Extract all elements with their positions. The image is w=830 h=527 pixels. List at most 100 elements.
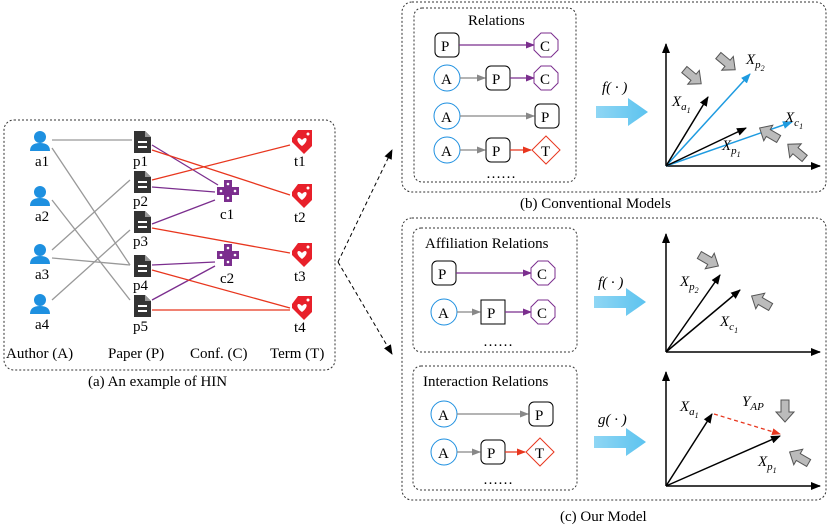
conventional-vector-plot: Xp2 Xa1 Xc1 Xp1 [662, 43, 821, 170]
author-label: a4 [35, 317, 50, 333]
term-icon [292, 130, 312, 154]
svg-text:C: C [540, 72, 550, 88]
svg-text:Xp1: Xp1 [721, 138, 741, 159]
paper-icon [134, 171, 151, 193]
svg-text:Xa1: Xa1 [671, 94, 691, 115]
svg-text:P: P [492, 72, 500, 88]
svg-text:A: A [441, 72, 452, 88]
affiliation-title: Affiliation Relations [425, 236, 549, 252]
svg-text:P: P [441, 39, 449, 55]
svg-text:C: C [540, 39, 550, 55]
svg-text:……: …… [483, 472, 513, 488]
svg-text:……: …… [483, 334, 513, 350]
term-icon [292, 184, 312, 208]
svg-text:C: C [537, 267, 547, 283]
hin-edges [51, 139, 291, 311]
relations-title: Relations [468, 13, 525, 29]
interaction-box [412, 365, 578, 491]
svg-text:Xp1: Xp1 [757, 454, 777, 475]
func-f: f( · ) [602, 80, 627, 96]
svg-text:P: P [487, 306, 495, 322]
node-paper [534, 103, 560, 129]
conventional-caption: (b) Conventional Models [520, 196, 671, 212]
paper-label: p1 [133, 154, 148, 170]
svg-text:Xa1: Xa1 [679, 399, 699, 420]
author-icon [30, 131, 50, 151]
conf-label: c2 [220, 271, 234, 287]
term-nodes: t1 t2 t3 t4 [292, 130, 312, 336]
arrow-to-ours [337, 261, 393, 355]
svg-text:A: A [438, 446, 449, 462]
node-conf [533, 32, 559, 58]
paper-icon [134, 131, 151, 153]
svg-text:P: P [535, 408, 543, 424]
term-icon [292, 296, 312, 320]
force-arrow-icon [775, 399, 795, 423]
relations-box [413, 7, 577, 183]
force-arrow-icon [746, 287, 776, 316]
conventional-relations: P C A P C A P A P T …… [433, 32, 561, 182]
paper-icon [134, 211, 151, 233]
hin-panel [3, 119, 336, 371]
svg-text:P: P [438, 267, 446, 283]
paper-label: p2 [133, 194, 148, 210]
ours-panel [401, 217, 827, 501]
svg-text:P: P [541, 110, 549, 126]
ellipsis: …… [486, 166, 516, 182]
force-arrow-icon [781, 136, 811, 166]
affiliation-relations: P C A P C …… [430, 260, 556, 350]
affiliation-box [412, 227, 578, 353]
interaction-vector-plot: Xa1 YAP Xp1 [662, 371, 821, 490]
svg-text:YAP: YAP [742, 394, 764, 413]
paper-nodes: p1 p2 p3 p4 p5 [133, 131, 151, 335]
conventional-panel [401, 1, 827, 193]
type-label-paper: Paper (P) [108, 346, 164, 362]
paper-label: p5 [133, 319, 148, 335]
svg-text:A: A [438, 408, 449, 424]
svg-text:Xp2: Xp2 [679, 274, 699, 295]
force-arrow-icon [694, 246, 724, 275]
term-label: t1 [294, 154, 306, 170]
term-icon [292, 243, 312, 267]
conf-icon [217, 244, 239, 266]
svg-text:Xc1: Xc1 [719, 314, 738, 335]
transform-arrow [596, 98, 648, 126]
paper-icon [134, 295, 151, 317]
transform-arrow [594, 288, 646, 316]
interaction-relations: A P A P T …… [430, 400, 555, 488]
conf-label: c1 [220, 207, 234, 223]
term-label: t3 [294, 269, 306, 285]
transform-arrow [594, 428, 646, 456]
term-label: t2 [294, 210, 306, 226]
paper-icon [134, 255, 151, 277]
paper-label: p3 [133, 234, 148, 250]
svg-text:Xp2: Xp2 [745, 52, 765, 73]
force-arrow-icon [712, 48, 742, 78]
author-nodes: a1 a2 a3 a4 [30, 131, 50, 333]
author-icon [30, 244, 50, 264]
conf-nodes: c1 c2 [217, 180, 239, 287]
author-icon [30, 294, 50, 314]
func-f: f( · ) [598, 275, 623, 291]
type-labels: Author (A) Paper (P) Conf. (C) Term (T) [6, 346, 324, 362]
func-g: g( · ) [598, 412, 627, 428]
svg-text:A: A [441, 110, 452, 126]
author-label: a1 [35, 154, 49, 170]
svg-text:T: T [541, 144, 550, 160]
hin-caption: (a) An example of HIN [88, 374, 227, 390]
ours-caption: (c) Our Model [560, 509, 647, 525]
node-term [531, 135, 561, 165]
svg-text:Xc1: Xc1 [784, 110, 803, 131]
node-conf [533, 65, 559, 91]
conf-icon [217, 180, 239, 202]
type-label-conf: Conf. (C) [190, 346, 248, 362]
force-arrow-icon [784, 443, 814, 472]
affiliation-vector-plot: Xp2 Xc1 [662, 233, 821, 356]
paper-label: p4 [133, 278, 149, 294]
y-ap-relation [713, 413, 781, 436]
svg-text:P: P [492, 144, 500, 160]
type-label-author: Author (A) [6, 346, 73, 362]
svg-text:A: A [441, 144, 452, 160]
arrow-to-conventional [337, 149, 393, 263]
